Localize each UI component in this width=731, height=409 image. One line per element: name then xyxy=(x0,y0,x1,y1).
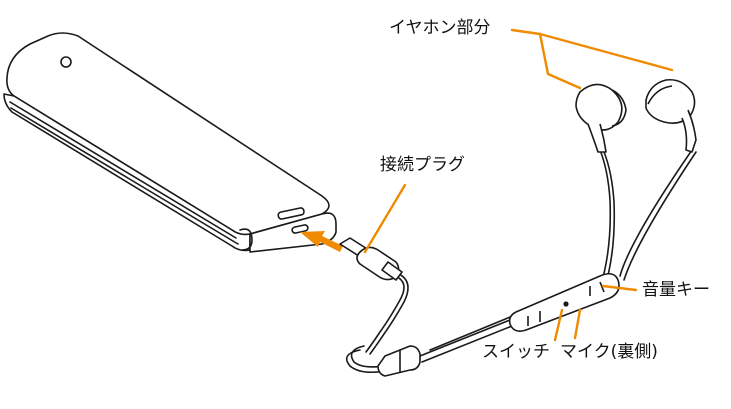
label-volume-key: 音量キー xyxy=(642,280,710,300)
left-earbud xyxy=(575,83,627,153)
leader-earphone xyxy=(510,28,582,90)
leader-mic xyxy=(573,308,582,340)
leader-switch xyxy=(553,308,564,342)
leader-volume xyxy=(601,284,638,292)
leader-lines xyxy=(363,28,674,342)
camera-lens xyxy=(60,56,72,68)
phone-illustration xyxy=(3,32,337,253)
right-earbud xyxy=(645,78,697,153)
usb-port xyxy=(291,224,309,234)
leader-earphone-right xyxy=(538,32,674,72)
label-switch: スイッチ xyxy=(482,342,550,362)
label-connection-plug: 接続プラグ xyxy=(380,155,465,175)
insert-arrow xyxy=(300,231,343,252)
cable-splitter xyxy=(377,345,421,377)
remote-control xyxy=(508,272,620,332)
label-earphone: イヤホン部分 xyxy=(389,18,491,38)
connection-plug xyxy=(339,237,403,281)
phone-edge-line xyxy=(10,107,239,245)
phone-hinge-corner xyxy=(239,228,253,251)
phone-edge-line xyxy=(9,101,237,239)
label-mic: マイク(裏側) xyxy=(560,342,658,362)
speaker-grille xyxy=(277,207,305,220)
earphone-cable xyxy=(345,149,697,374)
leader-plug xyxy=(363,183,407,254)
